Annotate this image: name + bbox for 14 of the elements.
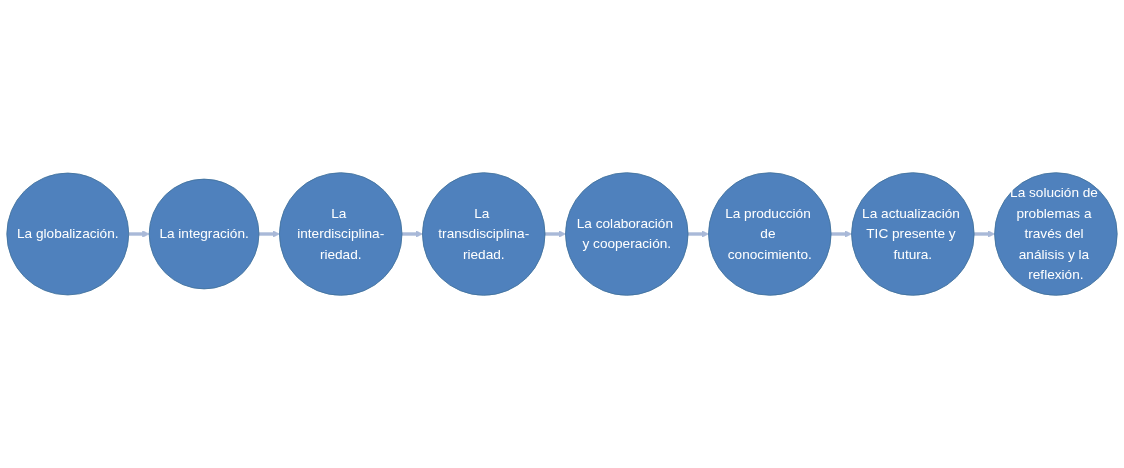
node-circle: La actualización TIC presente y futura. bbox=[851, 172, 975, 296]
arrow bbox=[688, 230, 709, 238]
arrow bbox=[258, 230, 280, 238]
arrow bbox=[831, 230, 852, 238]
arrow bbox=[402, 230, 423, 238]
node-circle: La producción de conocimiento. bbox=[708, 172, 832, 296]
node-circle: La transdisciplina-riedad. bbox=[422, 172, 546, 296]
node-circle: La interdisciplina-riedad. bbox=[279, 172, 403, 296]
arrow bbox=[974, 230, 995, 238]
node-circle: La colaboración y cooperación. bbox=[565, 172, 689, 296]
arrow bbox=[545, 230, 566, 238]
node-circle: La integración. bbox=[148, 178, 260, 290]
arrow bbox=[128, 230, 150, 238]
node-circle: La globalización. bbox=[6, 172, 130, 296]
